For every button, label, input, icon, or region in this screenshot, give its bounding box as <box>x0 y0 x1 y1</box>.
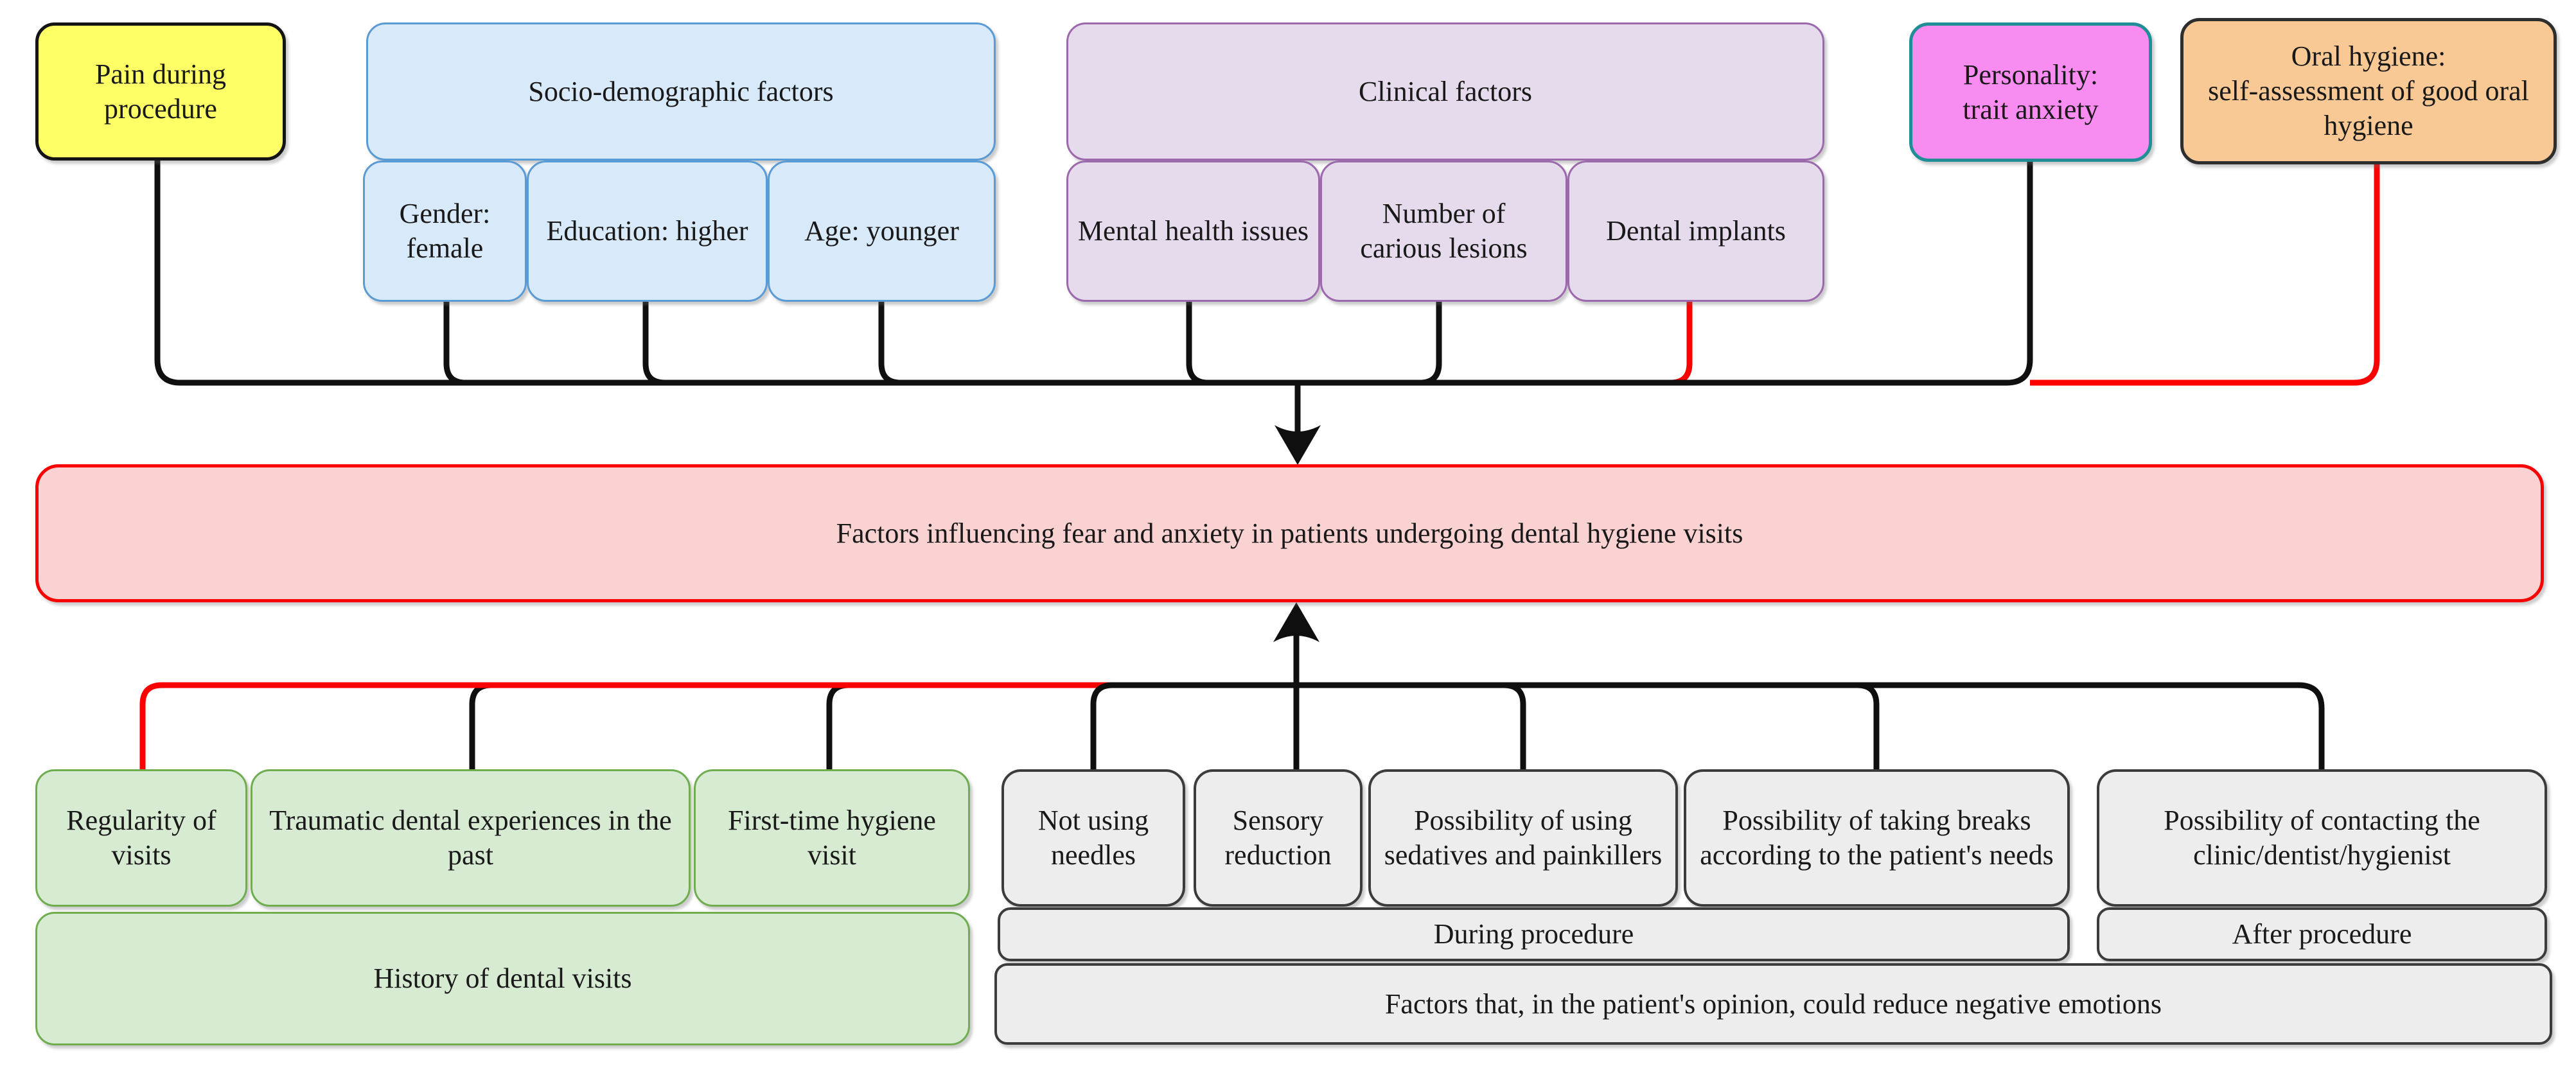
connector-gender <box>443 302 466 386</box>
box-contacting: Possibility of contacting the clinic/den… <box>2097 769 2547 907</box>
box-first-time: First-time hygiene visit <box>694 769 970 907</box>
connector-age <box>878 302 901 386</box>
box-personality-label: Personality: trait anxiety <box>1963 58 2099 125</box>
box-clinical-header-label: Clinical factors <box>1358 75 1532 107</box>
box-breaks: Possibility of taking breaks according t… <box>1684 769 2070 907</box>
connector-top-bus-black <box>154 161 2033 386</box>
box-carious-lesions: Number of carious lesions <box>1320 161 1567 302</box>
box-oral-hygiene-label: Oral hygiene: self-assessment of good or… <box>2208 40 2529 141</box>
connector-education <box>642 302 666 386</box>
strip-reduce-negative-emotions-label: Factors that, in the patient's opinion, … <box>1384 988 2162 1020</box>
box-sensory-reduction-label: Sensory reduction <box>1224 805 1332 871</box>
box-history-label: History of dental visits <box>373 963 632 995</box>
connector-regularity-red <box>139 682 1296 769</box>
box-education: Education: higher <box>527 161 768 302</box>
strip-reduce-negative-emotions: Factors that, in the patient's opinion, … <box>994 963 2552 1045</box>
box-clinical-header: Clinical factors <box>1066 22 1824 161</box>
box-sedatives-label: Possibility of using sedatives and paink… <box>1384 805 1663 871</box>
box-history: History of dental visits <box>35 912 970 1045</box>
strip-during-procedure-label: During procedure <box>1433 918 1634 950</box>
box-age-label: Age: younger <box>804 215 959 247</box>
connector-dental-implants-red <box>1670 302 1693 386</box>
down-arrow-head <box>1275 425 1321 465</box>
box-not-using-needles: Not using needles <box>1001 769 1185 907</box>
connector-sedatives <box>1296 682 1526 769</box>
box-first-time-label: First-time hygiene visit <box>728 805 936 871</box>
box-education-label: Education: higher <box>546 215 748 247</box>
connector-breaks <box>1296 682 1880 769</box>
box-mental-health-label: Mental health issues <box>1077 215 1309 247</box>
connector-not-using-needles <box>1090 682 1296 769</box>
central-factors-box: Factors influencing fear and anxiety in … <box>35 464 2544 602</box>
connector-traumatic <box>469 682 1296 769</box>
box-gender-label: Gender: female <box>399 198 491 264</box>
strip-during-procedure: During procedure <box>998 907 2070 961</box>
box-dental-implants-label: Dental implants <box>1606 215 1786 247</box>
connector-contacting <box>1296 682 2325 769</box>
up-arrow-head <box>1273 602 1319 642</box>
box-oral-hygiene: Oral hygiene: self-assessment of good or… <box>2180 18 2557 164</box>
box-socio-header-label: Socio-demographic factors <box>528 75 834 107</box>
box-dental-implants: Dental implants <box>1567 161 1824 302</box>
box-gender: Gender: female <box>363 161 527 302</box>
box-contacting-label: Possibility of contacting the clinic/den… <box>2164 805 2480 871</box>
connector-oral-hygiene-red <box>2030 164 2380 386</box>
box-carious-lesions-label: Number of carious lesions <box>1360 198 1528 264</box>
box-mental-health: Mental health issues <box>1066 161 1320 302</box>
box-traumatic-label: Traumatic dental experiences in the past <box>269 805 672 871</box>
box-age: Age: younger <box>768 161 996 302</box>
central-factors-label: Factors influencing fear and anxiety in … <box>836 517 1743 549</box>
box-sedatives: Possibility of using sedatives and paink… <box>1368 769 1678 907</box>
strip-after-procedure: After procedure <box>2097 907 2547 961</box>
box-pain: Pain during procedure <box>35 22 286 161</box>
box-traumatic: Traumatic dental experiences in the past <box>251 769 691 907</box>
box-regularity: Regularity of visits <box>35 769 247 907</box>
box-breaks-label: Possibility of taking breaks according t… <box>1700 805 2054 871</box>
box-pain-label: Pain during procedure <box>94 58 227 125</box>
box-regularity-label: Regularity of visits <box>66 805 216 871</box>
connector-first-time <box>826 682 1296 769</box>
box-socio-header: Socio-demographic factors <box>366 22 996 161</box>
box-personality: Personality: trait anxiety <box>1909 22 2152 162</box>
connector-carious <box>1419 302 1442 386</box>
box-sensory-reduction: Sensory reduction <box>1194 769 1363 907</box>
strip-after-procedure-label: After procedure <box>2232 918 2412 950</box>
connector-mental-health <box>1186 302 1209 386</box>
box-not-using-needles-label: Not using needles <box>1037 805 1149 871</box>
